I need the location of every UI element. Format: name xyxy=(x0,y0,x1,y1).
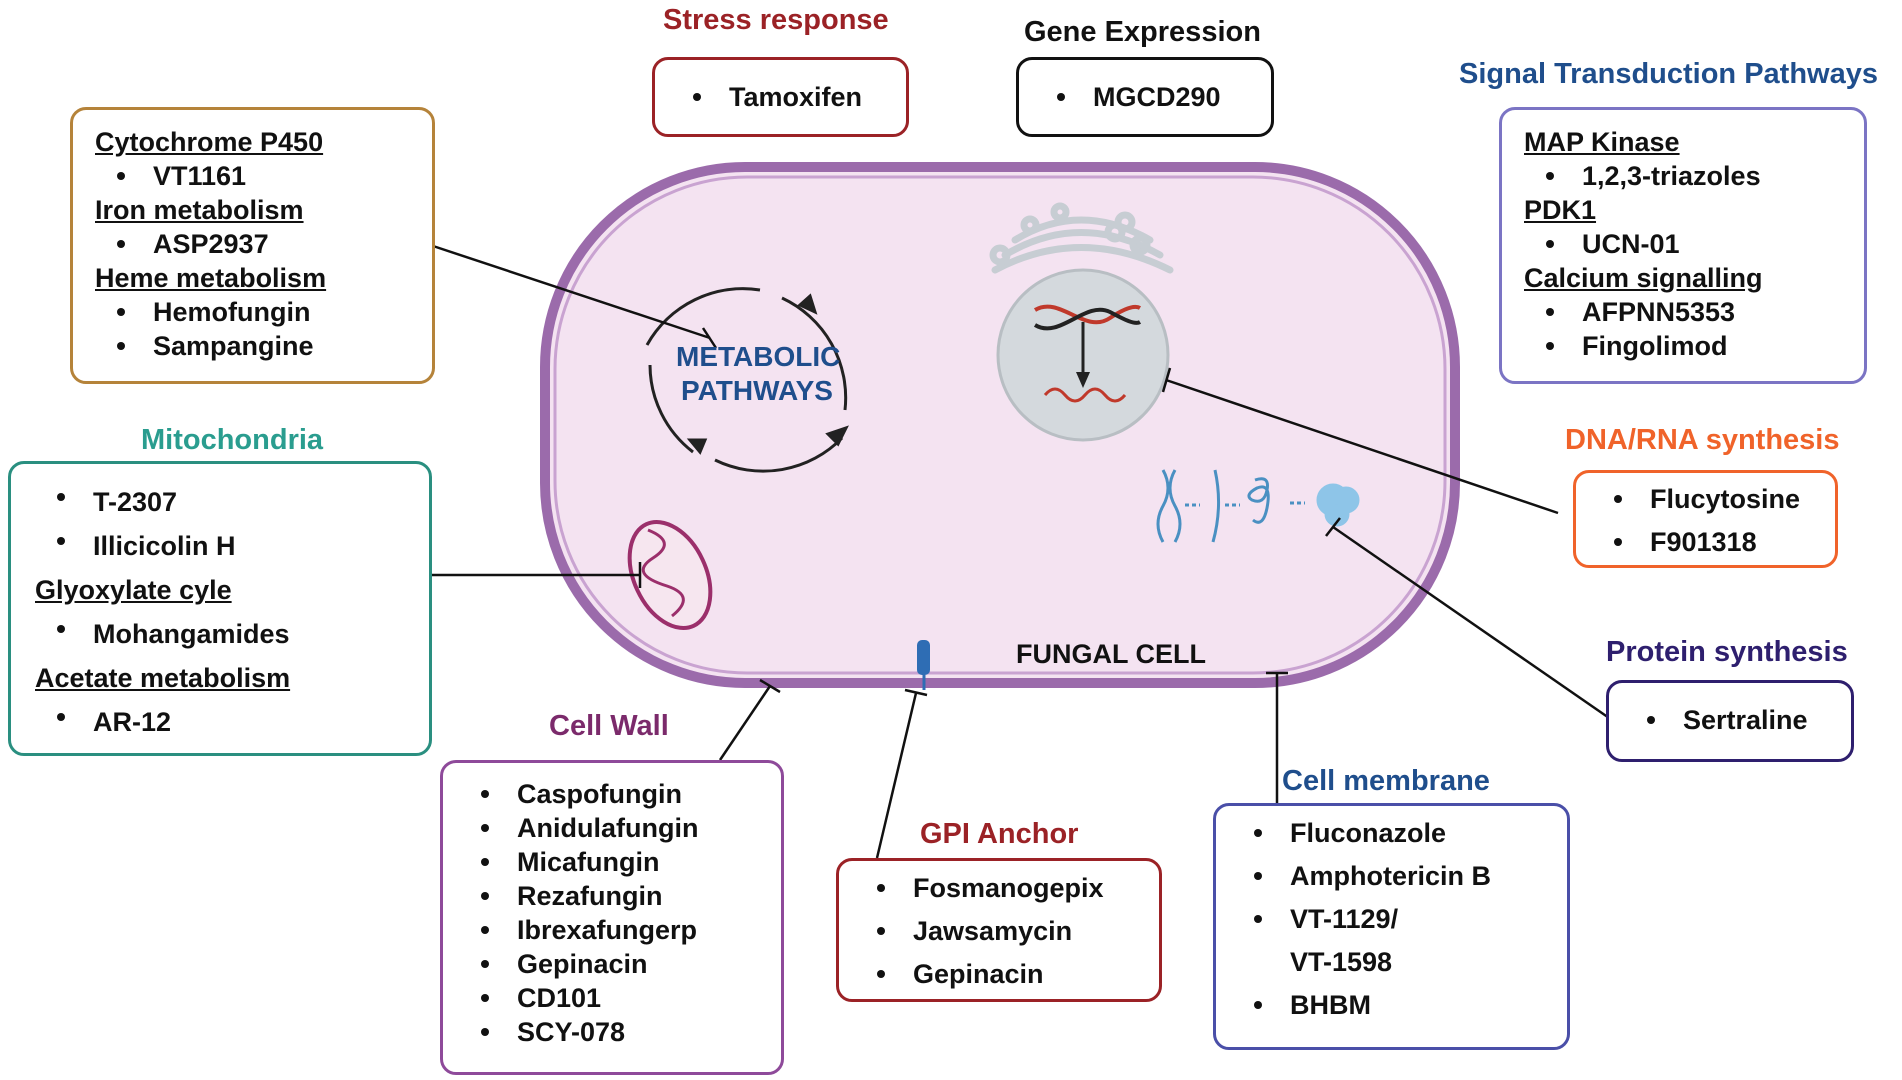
metabolic-label-line1: METABOLIC xyxy=(676,341,841,372)
list-item: MGCD290 xyxy=(1035,80,1255,114)
cell-membrane-outer xyxy=(540,162,1460,688)
list-item: AR-12 xyxy=(35,700,405,744)
fungal-cell xyxy=(540,162,1460,688)
group-heading: PDK1 xyxy=(1524,195,1597,225)
gene-expression-title: Gene Expression xyxy=(1024,16,1261,48)
cell-membrane-title: Cell membrane xyxy=(1282,765,1490,797)
list-item-continuation: VT-1598 xyxy=(1290,947,1393,977)
list-item: Hemofungin xyxy=(95,295,410,329)
list-item: Sertraline xyxy=(1625,703,1835,737)
list-item: Amphotericin B xyxy=(1232,855,1551,898)
cell-membrane-inner xyxy=(553,175,1447,675)
mitochondria-box: T-2307 Illicicolin H Glyoxylate cyle Moh… xyxy=(8,461,432,756)
list-item: Fingolimod xyxy=(1524,329,1842,363)
list-item: Flucytosine xyxy=(1592,478,1819,521)
cell-membrane-box: Fluconazole Amphotericin B VT-1129/ VT-1… xyxy=(1213,803,1570,1050)
group-heading: Iron metabolism xyxy=(95,195,304,225)
list-item: Sampangine xyxy=(95,329,410,363)
list-item: Tamoxifen xyxy=(671,80,890,114)
list-item: Mohangamides xyxy=(35,612,405,656)
mitochondrion-icon xyxy=(627,520,713,630)
cell-wall-box: Caspofungin Anidulafungin Micafungin Rez… xyxy=(440,760,784,1075)
dna-rna-synthesis-box: Flucytosine F901318 xyxy=(1573,470,1838,568)
translation-icon xyxy=(1156,469,1360,543)
gpi-anchor-box: Fosmanogepix Jawsamycin Gepinacin xyxy=(836,858,1162,1002)
list-item: CD101 xyxy=(459,981,765,1015)
list-item: Ibrexafungerp xyxy=(459,913,765,947)
stress-response-title: Stress response xyxy=(663,4,889,36)
fungal-cell-label: FUNGAL CELL xyxy=(1016,639,1206,669)
list-item: UCN-01 xyxy=(1524,227,1842,261)
golgi-icon xyxy=(989,202,1174,274)
cell-wall-title: Cell Wall xyxy=(549,710,669,742)
list-item: Fluconazole xyxy=(1232,812,1551,855)
group-heading: Acetate metabolism xyxy=(35,663,291,693)
signal-transduction-box: MAP Kinase 1,2,3-triazoles PDK1 UCN-01 C… xyxy=(1499,107,1867,384)
list-item: 1,2,3-triazoles xyxy=(1524,159,1842,193)
metabolic-label-line2: PATHWAYS xyxy=(681,375,833,406)
list-item: Gepinacin xyxy=(855,953,1143,996)
stress-response-box: Tamoxifen xyxy=(652,57,909,137)
protein-synthesis-title: Protein synthesis xyxy=(1606,636,1848,668)
signal-transduction-title: Signal Transduction Pathways xyxy=(1459,58,1878,90)
group-heading: Calcium signalling xyxy=(1524,263,1763,293)
group-heading: Heme metabolism xyxy=(95,263,327,293)
list-item: ASP2937 xyxy=(95,227,410,261)
cytochrome-box: Cytochrome P450 VT1161 Iron metabolism A… xyxy=(70,107,435,384)
list-item: VT-1129/ xyxy=(1232,898,1551,941)
protein-synthesis-box: Sertraline xyxy=(1606,680,1854,762)
list-item: VT1161 xyxy=(95,159,410,193)
list-item: Gepinacin xyxy=(459,947,765,981)
list-item: BHBM xyxy=(1232,984,1551,1027)
group-heading: MAP Kinase xyxy=(1524,127,1680,157)
group-heading: Cytochrome P450 xyxy=(95,127,324,157)
list-item: F901318 xyxy=(1592,521,1819,564)
list-item: SCY-078 xyxy=(459,1015,765,1049)
list-item: Fosmanogepix xyxy=(855,867,1143,910)
list-item: Caspofungin xyxy=(459,777,765,811)
dna-rna-synthesis-title: DNA/RNA synthesis xyxy=(1565,424,1840,456)
nucleus-icon xyxy=(996,268,1170,442)
gpi-anchor-icon xyxy=(917,640,930,690)
gpi-anchor-title: GPI Anchor xyxy=(920,818,1079,850)
connector-lines xyxy=(429,243,1613,859)
list-item: Micafungin xyxy=(459,845,765,879)
metabolic-cycle-icon xyxy=(645,287,849,473)
mitochondria-title: Mitochondria xyxy=(141,424,324,456)
list-item: Rezafungin xyxy=(459,879,765,913)
list-item: Jawsamycin xyxy=(855,910,1143,953)
list-item: T-2307 xyxy=(35,480,405,524)
list-item: Anidulafungin xyxy=(459,811,765,845)
list-item: Illicicolin H xyxy=(35,524,405,568)
group-heading: Glyoxylate cyle xyxy=(35,575,232,605)
list-item: AFPNN5353 xyxy=(1524,295,1842,329)
gene-expression-box: MGCD290 xyxy=(1016,57,1274,137)
